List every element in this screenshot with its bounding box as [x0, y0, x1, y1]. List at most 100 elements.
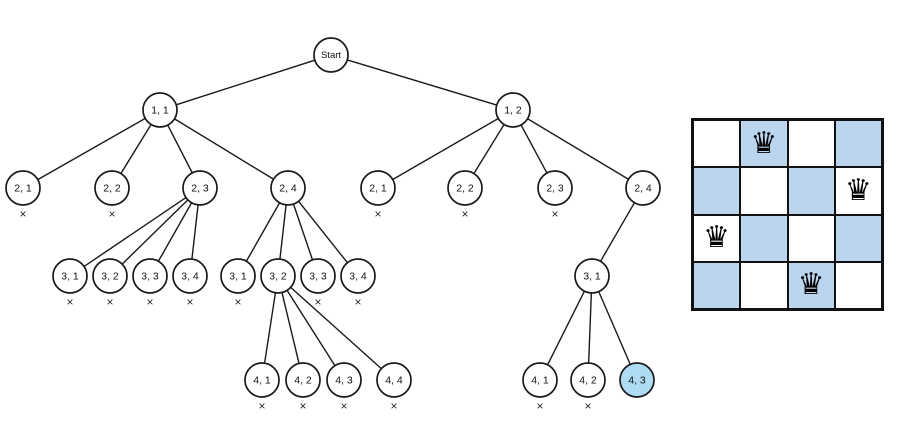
- node-circle[interactable]: [574, 258, 610, 294]
- dead-end-marker: ×: [108, 207, 115, 221]
- tree-node[interactable]: 3, 3×: [132, 258, 168, 309]
- board-square[interactable]: [834, 120, 882, 168]
- board-square[interactable]: [740, 167, 788, 215]
- tree-node[interactable]: 3, 1: [574, 258, 610, 294]
- board-square[interactable]: [693, 120, 741, 168]
- node-circle[interactable]: [244, 362, 280, 398]
- node-circle[interactable]: [625, 170, 661, 206]
- board-square[interactable]: [787, 214, 835, 262]
- tree-edge: [83, 196, 187, 268]
- node-label: 2, 1: [14, 183, 32, 195]
- node-circle[interactable]: [94, 170, 130, 206]
- node-circle[interactable]: [360, 170, 396, 206]
- dead-end-marker: ×: [106, 295, 113, 309]
- tree-node[interactable]: 3, 3×: [300, 258, 336, 309]
- board-square[interactable]: [834, 261, 882, 309]
- node-circle[interactable]: [300, 258, 336, 294]
- dead-end-marker: ×: [584, 399, 591, 413]
- tree-node[interactable]: 2, 1×: [360, 170, 396, 221]
- tree-edge: [546, 290, 586, 366]
- tree-node-solution[interactable]: 4, 3: [619, 362, 655, 398]
- dead-end-marker: ×: [354, 295, 361, 309]
- tree-node[interactable]: 3, 1×: [220, 258, 256, 309]
- dead-end-marker: ×: [146, 295, 153, 309]
- node-label: 4, 2: [294, 375, 312, 387]
- tree-edge: [175, 59, 316, 106]
- tree-node[interactable]: 3, 4×: [340, 258, 376, 309]
- node-circle[interactable]: [326, 362, 362, 398]
- tree-node[interactable]: 2, 4: [270, 170, 306, 206]
- node-circle[interactable]: [182, 170, 218, 206]
- queen-icon: ♛: [844, 172, 872, 208]
- tree-node[interactable]: 2, 4: [625, 170, 661, 206]
- node-circle[interactable]: [132, 258, 168, 294]
- tree-node[interactable]: 3, 2×: [92, 258, 128, 309]
- node-label: 2, 3: [546, 183, 564, 195]
- node-circle[interactable]: [376, 362, 412, 398]
- board-square[interactable]: ♛: [787, 261, 835, 309]
- node-label: 3, 1: [229, 271, 247, 283]
- node-circle[interactable]: [260, 258, 296, 294]
- tree-edge: [157, 202, 193, 262]
- node-label: 2, 2: [456, 183, 474, 195]
- tree-node[interactable]: 2, 2×: [94, 170, 130, 221]
- node-circle[interactable]: [220, 258, 256, 294]
- node-circle[interactable]: [495, 92, 531, 128]
- dead-end-marker: ×: [258, 399, 265, 413]
- node-label: 4, 2: [579, 375, 597, 387]
- tree-node[interactable]: 3, 2: [260, 258, 296, 294]
- board-square[interactable]: [693, 167, 741, 215]
- tree-edges: [37, 59, 636, 370]
- node-circle[interactable]: [447, 170, 483, 206]
- node-circle[interactable]: [52, 258, 88, 294]
- board-square[interactable]: ♛: [693, 214, 741, 262]
- tree-node[interactable]: 2, 3: [182, 170, 218, 206]
- board-square[interactable]: [787, 120, 835, 168]
- node-label: 3, 1: [583, 271, 601, 283]
- node-circle[interactable]: [537, 170, 573, 206]
- node-circle[interactable]: [142, 92, 178, 128]
- tree-node[interactable]: 2, 2×: [447, 170, 483, 221]
- tree-node[interactable]: 4, 3×: [326, 362, 362, 413]
- node-circle[interactable]: [619, 362, 655, 398]
- node-circle[interactable]: [172, 258, 208, 294]
- tree-node[interactable]: 2, 1×: [5, 170, 41, 221]
- tree-node[interactable]: 4, 4×: [376, 362, 412, 413]
- node-label: 4, 1: [253, 375, 271, 387]
- tree-edge: [473, 124, 505, 174]
- node-label: 2, 3: [191, 183, 209, 195]
- node-circle[interactable]: [92, 258, 128, 294]
- board-square[interactable]: ♛: [740, 120, 788, 168]
- node-circle[interactable]: [313, 37, 349, 73]
- tree-node[interactable]: 1, 2: [495, 92, 531, 128]
- node-circle[interactable]: [522, 362, 558, 398]
- board-square[interactable]: [834, 214, 882, 262]
- tree-node[interactable]: 3, 4×: [172, 258, 208, 309]
- tree-edge: [37, 117, 146, 181]
- board-square[interactable]: [740, 261, 788, 309]
- tree-edge: [347, 59, 497, 106]
- node-circle[interactable]: [570, 362, 606, 398]
- tree-node[interactable]: 3, 1×: [52, 258, 88, 309]
- tree-node[interactable]: 1, 1: [142, 92, 178, 128]
- tree-edge: [279, 204, 287, 260]
- dead-end-marker: ×: [551, 207, 558, 221]
- node-circle[interactable]: [5, 170, 41, 206]
- node-label: 4, 3: [628, 375, 646, 387]
- board-square[interactable]: [693, 261, 741, 309]
- node-circle[interactable]: [270, 170, 306, 206]
- tree-node[interactable]: 4, 1×: [522, 362, 558, 413]
- tree-node[interactable]: Start: [313, 37, 349, 73]
- board-square[interactable]: [740, 214, 788, 262]
- tree-edge: [599, 202, 636, 262]
- board-square[interactable]: ♛: [834, 167, 882, 215]
- board-square[interactable]: [787, 167, 835, 215]
- tree-node[interactable]: 4, 1 ×: [244, 362, 280, 413]
- tree-node[interactable]: 4, 2×: [285, 362, 321, 413]
- tree-node[interactable]: 4, 2 ×: [570, 362, 606, 413]
- node-circle[interactable]: [285, 362, 321, 398]
- tree-node[interactable]: 2, 3 ×: [537, 170, 573, 221]
- node-circle[interactable]: [340, 258, 376, 294]
- tree-edge: [120, 124, 152, 174]
